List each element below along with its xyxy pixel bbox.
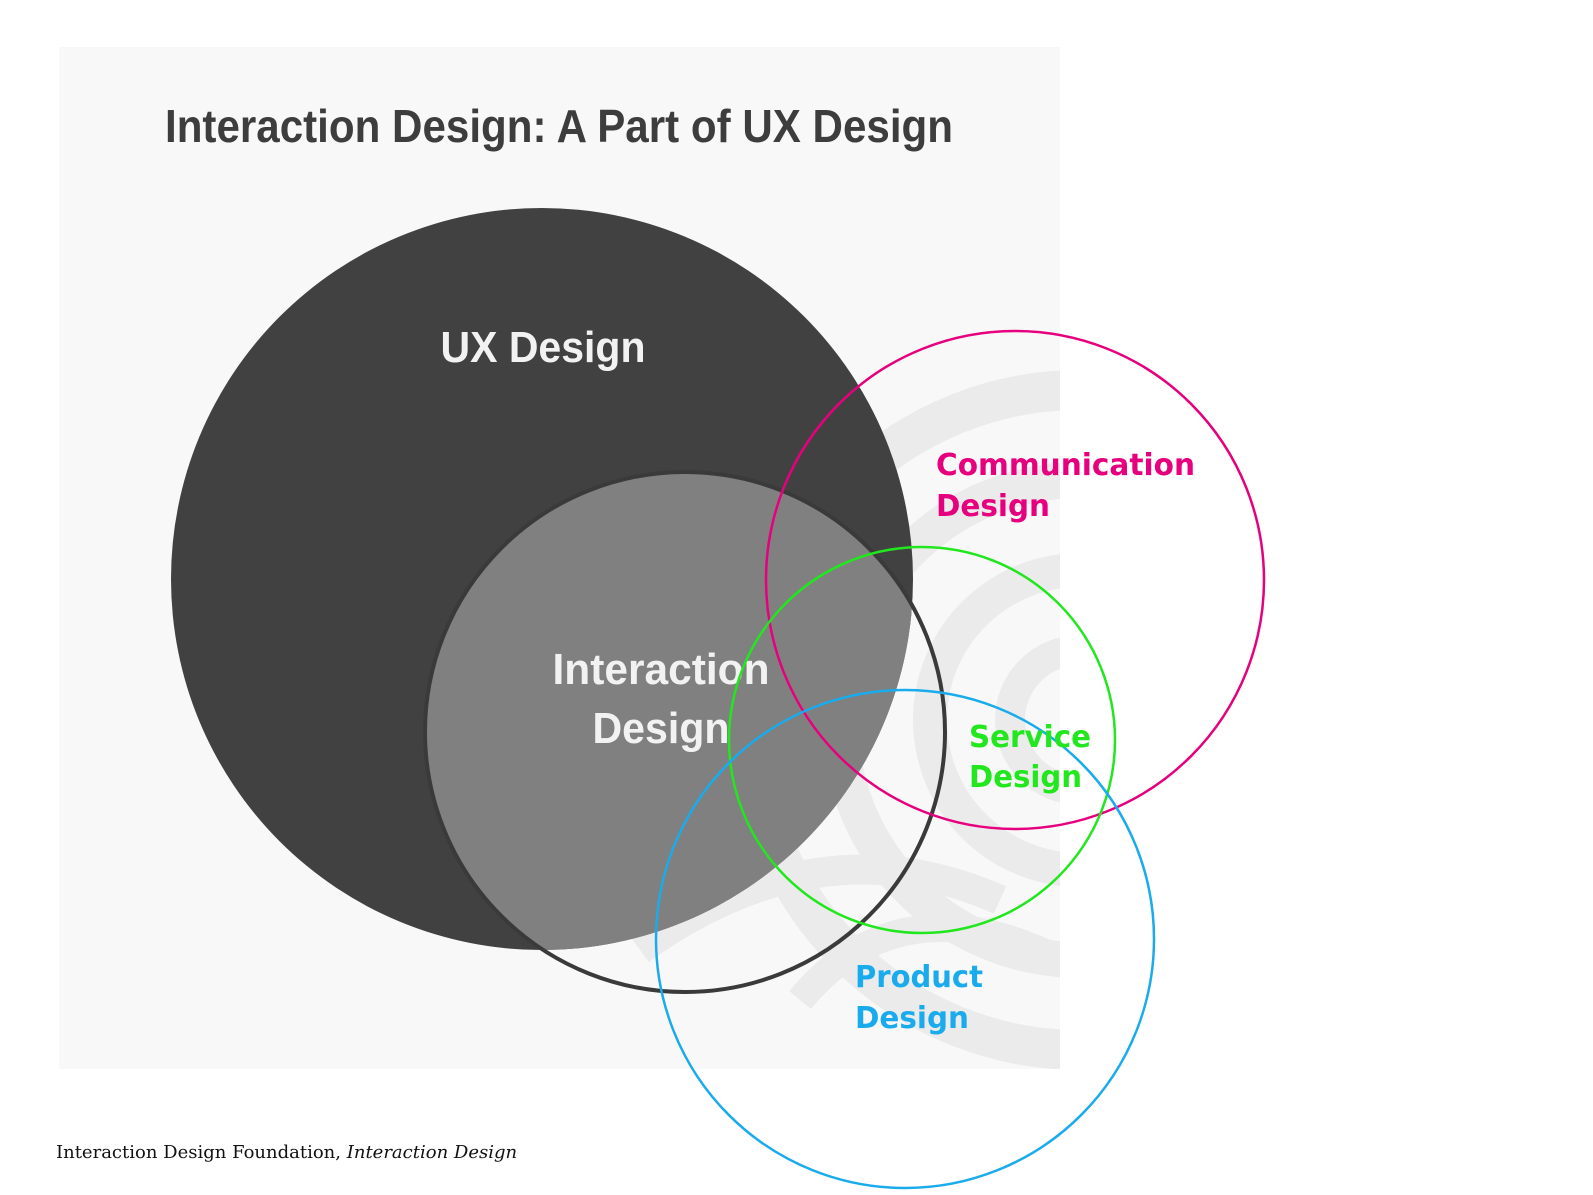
product-design-circle xyxy=(654,688,1156,1190)
interaction-design-label-line2: Design xyxy=(593,704,730,753)
service-design-circle xyxy=(727,545,1117,935)
product-label-line1: Product xyxy=(855,960,983,995)
caption: Interaction Design Foundation, Interacti… xyxy=(56,1142,517,1163)
caption-source: Interaction Design Foundation, xyxy=(56,1142,341,1163)
product-design-label: Product Design xyxy=(855,960,983,1036)
service-label-line2: Design xyxy=(969,760,1082,795)
ux-design-label: UX Design xyxy=(441,323,646,372)
diagram-title: Interaction Design: A Part of UX Design xyxy=(165,100,953,152)
interaction-design-circle xyxy=(423,470,947,994)
caption-work: Interaction Design xyxy=(346,1142,517,1163)
interaction-design-label-line1: Interaction xyxy=(553,645,770,694)
service-design-label: Service Design xyxy=(969,720,1091,795)
communication-design-circle xyxy=(764,329,1266,831)
product-label-line2: Design xyxy=(855,1001,969,1036)
communication-label-line2: Design xyxy=(936,489,1050,524)
communication-label-line1: Communication xyxy=(936,448,1195,483)
service-label-line1: Service xyxy=(969,720,1091,755)
communication-design-label: Communication Design xyxy=(936,448,1195,524)
